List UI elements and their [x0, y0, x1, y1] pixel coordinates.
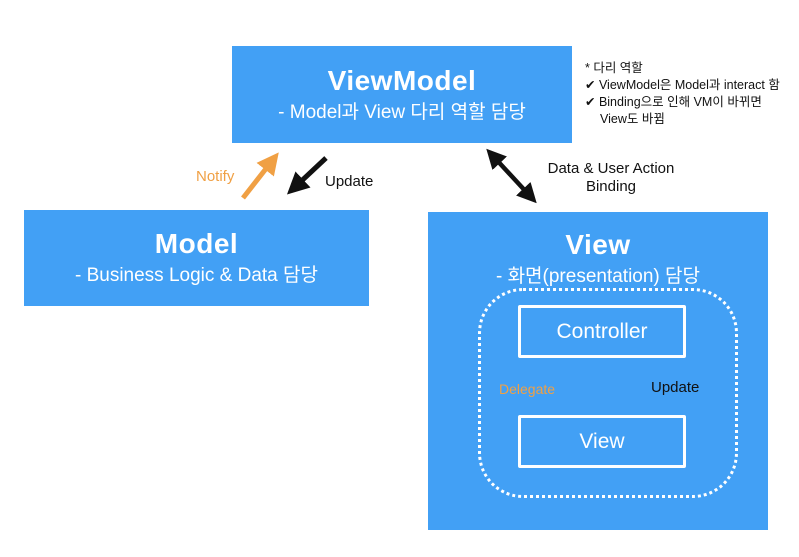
controller-box: Controller [518, 305, 686, 358]
model-subtitle: - Business Logic & Data 담당 [74, 265, 318, 286]
notify-arrow-icon [241, 152, 279, 200]
data-binding-label-line1: Data & User Action [547, 160, 675, 177]
update-arrow-icon [286, 156, 328, 195]
controller-label: Controller [556, 319, 648, 343]
model-title: Model [154, 228, 239, 259]
view-internal-dotted-area [478, 288, 738, 498]
update-label: Update [325, 173, 374, 190]
data-binding-label: Data & User Action Binding [536, 160, 686, 196]
note-line-2: ✔ ViewModel은 Model과 interact 함 [585, 78, 780, 92]
viewmodel-title: ViewModel [327, 64, 477, 96]
viewmodel-box: ViewModel - Model과 View 다리 역할 담당 [232, 46, 572, 143]
data-binding-double-arrow-icon [486, 148, 537, 204]
inner-view-label: View [579, 429, 625, 453]
note-line-1: * 다리 역할 [585, 61, 643, 75]
model-box: Model - Business Logic & Data 담당 [24, 210, 369, 306]
note-line-4: View도 바뀜 [600, 112, 665, 126]
delegate-label: Delegate [499, 381, 556, 397]
view-title: View [565, 229, 631, 260]
note-line-3: ✔ Binding으로 인해 VM이 바뀌면 [585, 95, 762, 109]
viewmodel-subtitle: - Model과 View 다리 역할 담당 [278, 101, 526, 123]
view-box: View - 화면(presentation) 담당 Controller Vi… [428, 212, 768, 530]
view-subtitle: - 화면(presentation) 담당 [495, 266, 701, 287]
inner-view-box: View [518, 415, 686, 468]
viewmodel-notes: * 다리 역할 ✔ ViewModel은 Model과 interact 함 ✔… [585, 60, 780, 128]
data-binding-label-line2: Binding [585, 178, 637, 195]
notify-label: Notify [196, 168, 235, 185]
inner-update-label: Update [651, 379, 700, 396]
